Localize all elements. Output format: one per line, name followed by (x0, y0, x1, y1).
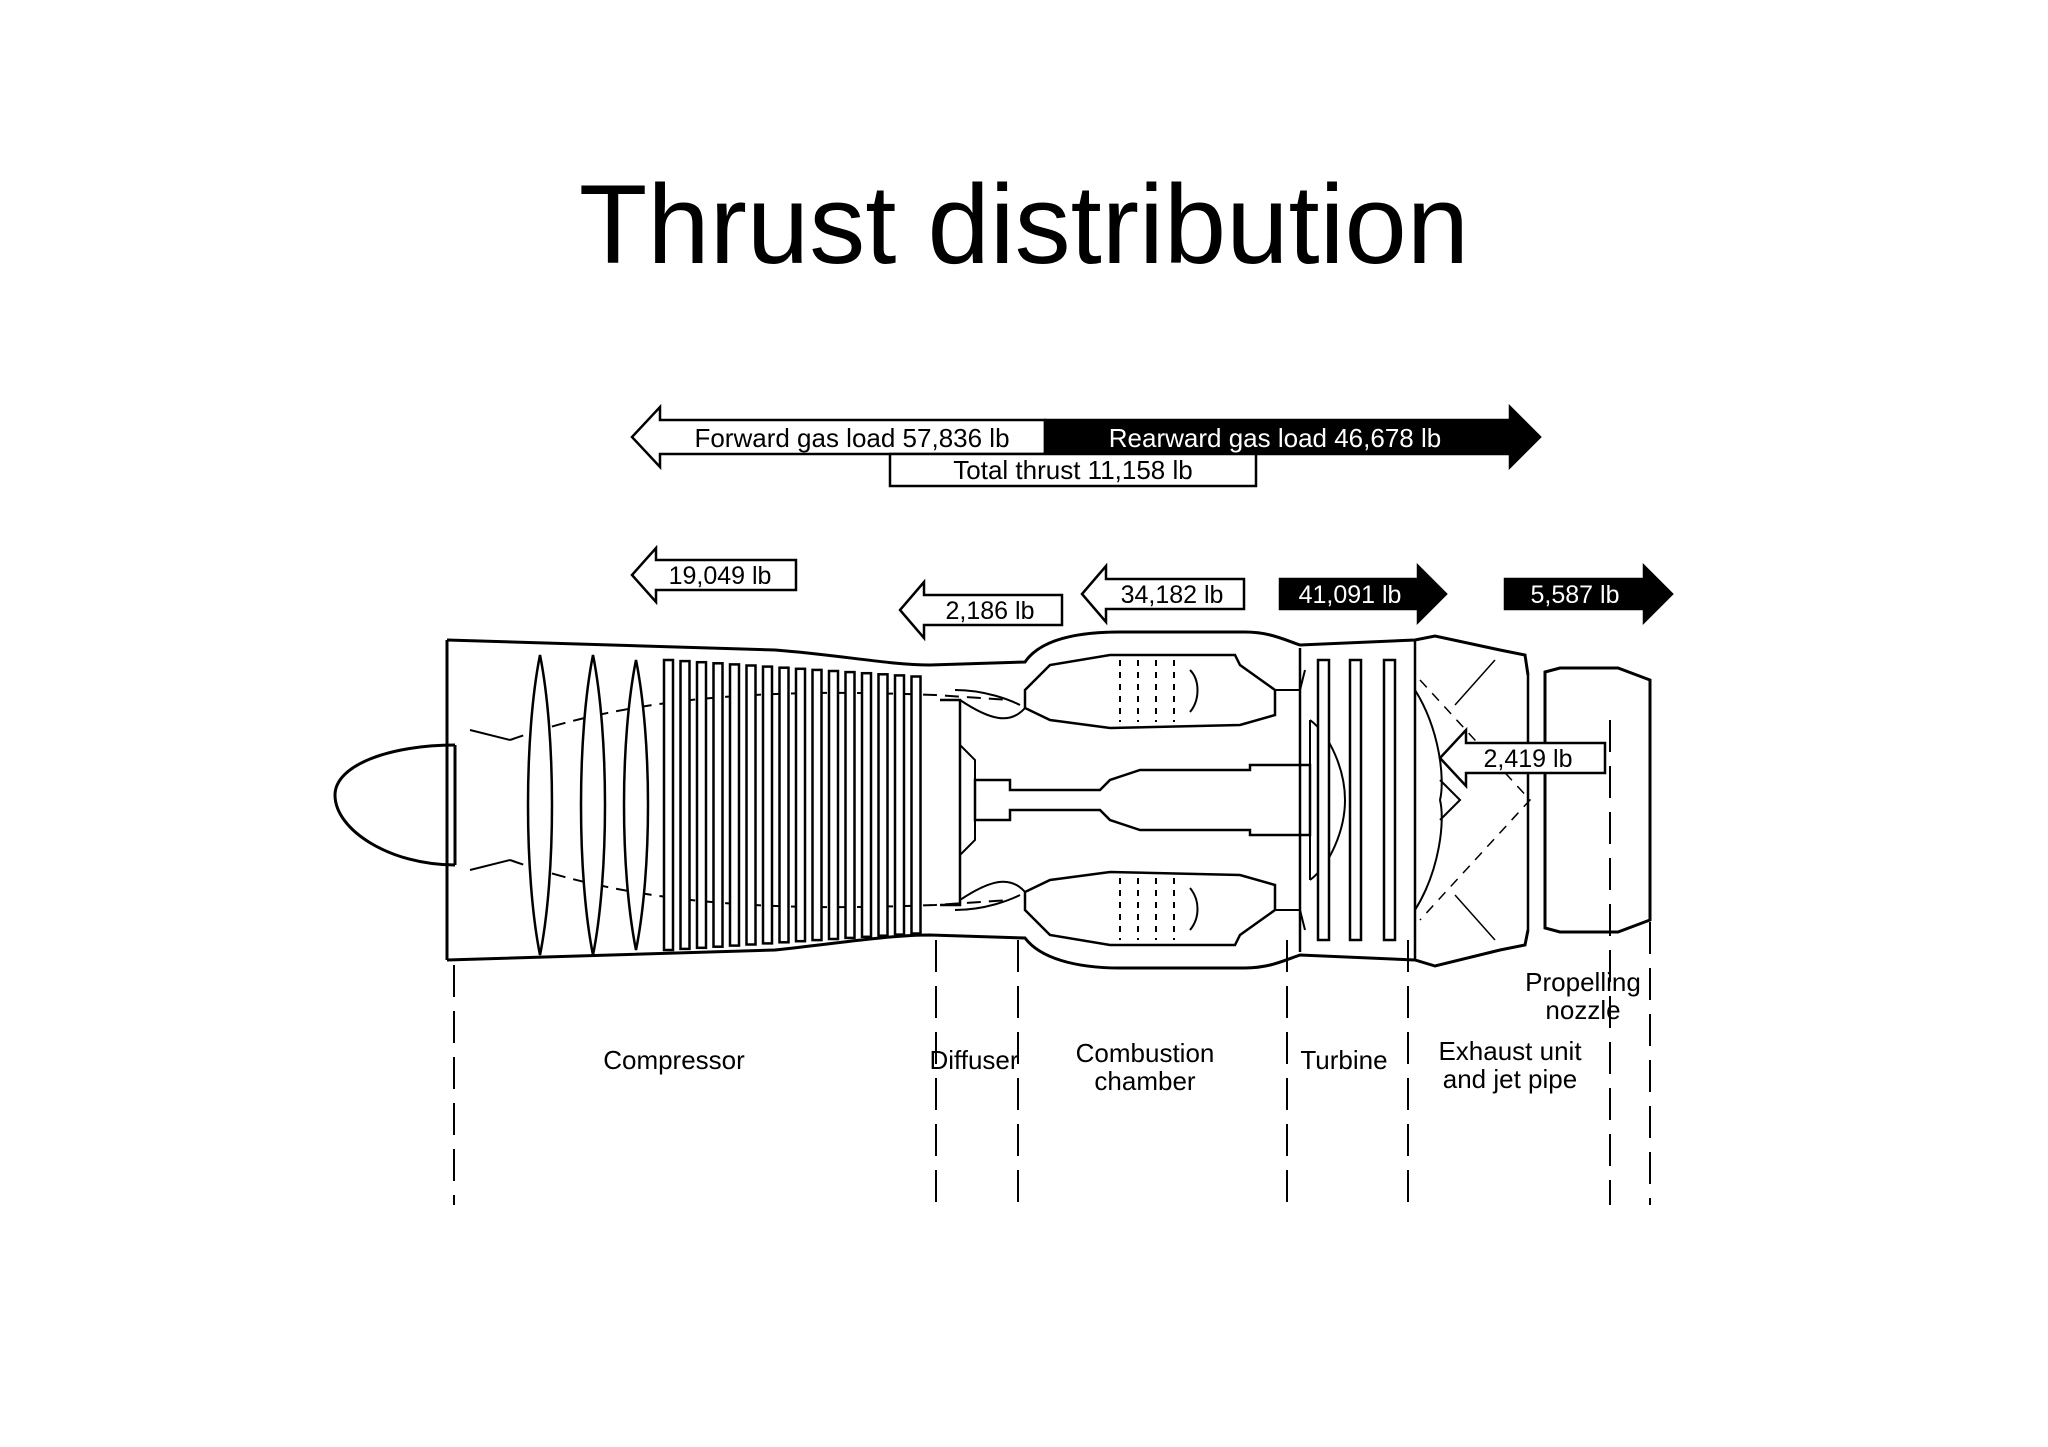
compressor-blade (761, 665, 774, 945)
section-dividers (453, 720, 1651, 1205)
diffuser-load-label: 2,186 lb (946, 597, 1035, 625)
fan-blade (622, 659, 650, 951)
section-labels: Compressor Diffuser Combustion chamber T… (603, 967, 1641, 1096)
compressor-blade (877, 673, 889, 937)
outer-casing-top (446, 630, 1530, 676)
section-label-nozzle-line1: Propelling (1525, 967, 1641, 997)
exhaust-load-label: 2,419 lb (1484, 745, 1573, 773)
turbine-blade (1316, 658, 1331, 942)
combustor-bottom (1023, 870, 1277, 947)
outer-casing-bottom (446, 929, 1530, 970)
compressor-blade (662, 658, 675, 952)
compressor-blade (910, 675, 922, 935)
rearward-gas-load-label: Rearward gas load 46,678 lb (1109, 423, 1441, 453)
compressor-blade (860, 671, 873, 939)
forward-gas-load-label: Forward gas load 57,836 lb (694, 423, 1009, 453)
exhaust-load-arrow: 2,419 lb (1438, 726, 1607, 790)
slide-title: Thrust distribution (578, 162, 1470, 287)
nozzle-load-label: 5,587 lb (1531, 581, 1620, 609)
nozzle-load-arrow: 5,587 lb (1503, 562, 1674, 626)
compressor-blade (695, 660, 708, 950)
compressor-blade (827, 669, 840, 941)
compressor-blade (811, 668, 823, 942)
turbine-load-arrow: 41,091 lb (1278, 562, 1448, 626)
turbine-blade (1348, 658, 1363, 942)
compressor-blade (778, 666, 790, 944)
compressor-load-arrow: 19,049 lb (630, 544, 798, 606)
total-thrust-box: Total thrust 11,158 lb (888, 452, 1258, 488)
compressor-load-label: 19,049 lb (669, 562, 772, 590)
turbine-blade (1382, 658, 1397, 942)
section-label-exhaust-line1: Exhaust unit (1438, 1036, 1582, 1066)
fan-blade (526, 654, 554, 956)
total-thrust-label: Total thrust 11,158 lb (953, 455, 1192, 485)
combustion-load-label: 34,182 lb (1121, 581, 1224, 609)
nose-cone (333, 743, 456, 867)
compressor-blade (712, 662, 724, 948)
fan-blade (579, 654, 607, 956)
section-label-compressor: Compressor (603, 1045, 745, 1075)
section-label-combustion-line1: Combustion (1076, 1038, 1215, 1068)
section-label-exhaust-line2: and jet pipe (1443, 1064, 1577, 1094)
compressor-blade (679, 659, 691, 951)
compressor-blade (794, 667, 807, 943)
compressor-blades (526, 654, 922, 956)
section-label-combustion-line2: chamber (1094, 1066, 1195, 1096)
compressor-blade (728, 663, 741, 947)
turbine-load-label: 41,091 lb (1299, 581, 1402, 609)
turbine-casing (1298, 640, 1417, 960)
compressor-blade (893, 674, 906, 936)
compressor-blade (844, 670, 856, 940)
section-label-nozzle-line2: nozzle (1545, 995, 1620, 1025)
exhaust-cone (1414, 689, 1443, 911)
section-label-diffuser: Diffuser (929, 1045, 1018, 1075)
section-label-turbine: Turbine (1300, 1045, 1387, 1075)
shaft (973, 763, 1312, 837)
propelling-nozzle (1543, 666, 1652, 934)
diffuser-load-arrow: 2,186 lb (898, 578, 1064, 642)
turbine-blades (1316, 658, 1397, 942)
combustor-top (1023, 653, 1277, 730)
compressor-blade (745, 664, 757, 946)
combustion-load-arrow: 34,182 lb (1080, 562, 1246, 626)
